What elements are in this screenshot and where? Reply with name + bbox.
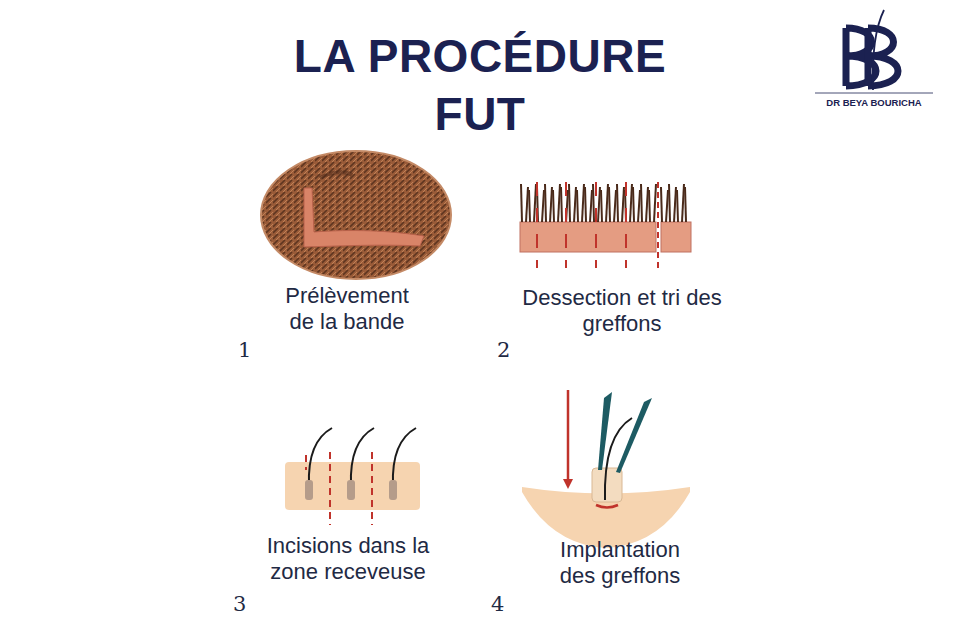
hair-stroke xyxy=(685,187,686,222)
hair-stroke xyxy=(590,190,592,222)
step-caption: Dessection et tri des greffons xyxy=(522,285,722,338)
hair-stroke xyxy=(521,184,522,222)
cut-line xyxy=(595,182,597,268)
hair-stroke xyxy=(529,190,530,222)
hair-stroke xyxy=(561,187,562,222)
hair-stroke xyxy=(550,187,552,222)
hair-stroke xyxy=(593,184,594,222)
title: LA PROCÉDURE FUT xyxy=(255,28,705,143)
dissected-strip xyxy=(520,182,691,268)
hair-stroke xyxy=(534,184,536,222)
hair-stroke xyxy=(646,187,648,222)
step-caption: Prélèvement de la bande xyxy=(272,283,422,336)
hair-stroke xyxy=(614,190,616,222)
hair-stroke xyxy=(649,190,650,222)
hair-stroke xyxy=(674,187,676,222)
cut-line xyxy=(657,182,659,268)
step-number: 3 xyxy=(233,592,246,616)
hair-stroke xyxy=(654,184,656,222)
cut-line xyxy=(625,182,627,268)
hair-stroke xyxy=(638,190,640,222)
hair-stroke xyxy=(630,184,632,222)
graft-implant xyxy=(522,390,690,548)
step-number: 4 xyxy=(491,592,504,616)
hair-stroke xyxy=(669,184,670,222)
brand-name: DR BEYA BOURICHA xyxy=(815,97,933,108)
hair-stroke xyxy=(677,190,678,222)
step-number: 1 xyxy=(238,338,251,362)
hair-stroke xyxy=(666,190,668,222)
logo-monogram xyxy=(815,10,933,93)
hair-stroke xyxy=(545,184,546,222)
hair-stroke xyxy=(569,184,570,222)
hair-stroke xyxy=(641,184,642,222)
hair-stroke xyxy=(601,190,602,222)
step-caption: Implantation des greffons xyxy=(545,537,695,590)
hair-stroke xyxy=(606,184,608,222)
hair-stroke xyxy=(558,184,560,222)
hair-stroke xyxy=(682,184,684,222)
hair-stroke xyxy=(598,187,600,222)
cut-line xyxy=(565,182,567,268)
hair-stroke xyxy=(661,187,662,222)
hair-stroke xyxy=(577,190,578,222)
hair-stroke xyxy=(617,184,618,222)
hair-stroke xyxy=(585,187,586,222)
hair-stroke xyxy=(582,184,584,222)
hair-stroke xyxy=(526,187,528,222)
recipient-skin xyxy=(285,428,420,525)
hair-stroke xyxy=(574,187,576,222)
hair-stroke xyxy=(542,190,544,222)
donor-scalp xyxy=(261,151,451,279)
hair-stroke xyxy=(609,187,610,222)
step-caption: Incisions dans la zone receveuse xyxy=(248,533,448,586)
hair-stroke xyxy=(622,187,624,222)
step-number: 2 xyxy=(497,338,510,362)
cut-line xyxy=(536,182,538,268)
hair-stroke xyxy=(553,190,554,222)
hair-stroke xyxy=(633,187,634,222)
